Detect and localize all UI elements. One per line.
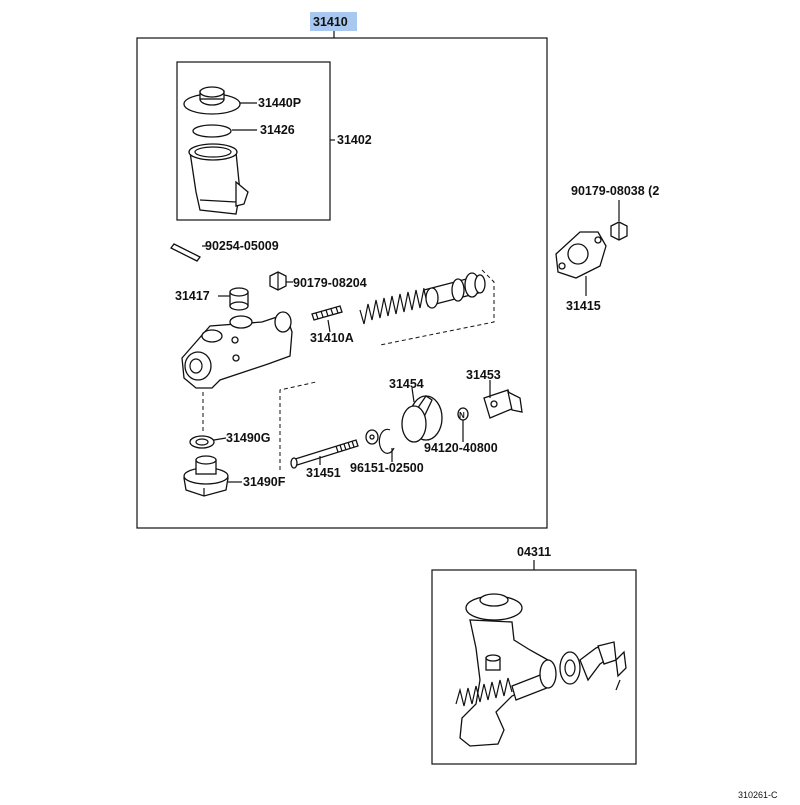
spring bbox=[359, 287, 425, 325]
part-label-31453[interactable]: 31453 bbox=[466, 368, 501, 382]
snap-ring bbox=[365, 428, 395, 454]
part-label-31451[interactable]: 31451 bbox=[306, 466, 341, 480]
svg-text:N: N bbox=[459, 411, 465, 420]
piston bbox=[423, 272, 486, 309]
reservoir-group-label[interactable]: 31402 bbox=[337, 133, 372, 147]
push-rod-short bbox=[311, 305, 343, 321]
part-label-90179-08204[interactable]: 90179-08204 bbox=[293, 276, 367, 290]
part-label-31440P[interactable]: 31440P bbox=[258, 96, 301, 110]
figure-code: 310261-C bbox=[738, 790, 778, 800]
part-label-31410A[interactable]: 31410A bbox=[310, 331, 354, 345]
part-label-90179-08038[interactable]: 90179-08038 (2 bbox=[571, 184, 659, 198]
part-label-94120-40800[interactable]: 94120-40800 bbox=[424, 441, 498, 455]
assembly-label[interactable]: 31410 bbox=[313, 15, 348, 29]
part-label-31490G[interactable]: 31490G bbox=[226, 431, 270, 445]
outlet-plug bbox=[183, 455, 229, 497]
assembly-label-highlight bbox=[310, 12, 357, 31]
nut-mounting bbox=[610, 221, 628, 241]
grommet bbox=[229, 287, 249, 311]
part-label-31426[interactable]: 31426 bbox=[260, 123, 295, 137]
part-label-31490F[interactable]: 31490F bbox=[243, 475, 286, 489]
push-rod-long bbox=[290, 439, 359, 469]
boot bbox=[401, 395, 443, 443]
reservoir-gasket bbox=[192, 124, 232, 138]
clevis bbox=[483, 389, 523, 419]
part-label-31417[interactable]: 31417 bbox=[175, 289, 210, 303]
part-label-31454[interactable]: 31454 bbox=[389, 377, 424, 391]
nut-upper bbox=[269, 271, 287, 291]
reservoir-body bbox=[188, 143, 249, 215]
master-cylinder-body bbox=[181, 311, 293, 389]
pin bbox=[170, 243, 201, 262]
kit-frame bbox=[431, 569, 637, 765]
hex-nut: N bbox=[457, 407, 469, 421]
part-label-31415[interactable]: 31415 bbox=[566, 299, 601, 313]
kit-illustration bbox=[455, 593, 627, 747]
reservoir-group-frame bbox=[176, 61, 331, 221]
reservoir-cap bbox=[183, 86, 241, 115]
part-label-90254-05009[interactable]: 90254-05009 bbox=[205, 239, 279, 253]
assembly-frame bbox=[136, 37, 548, 529]
kit-label[interactable]: 04311 bbox=[517, 545, 551, 559]
part-label-96151-02500[interactable]: 96151-02500 bbox=[350, 461, 424, 475]
mounting-gasket bbox=[555, 231, 607, 279]
outlet-gasket bbox=[189, 435, 215, 449]
